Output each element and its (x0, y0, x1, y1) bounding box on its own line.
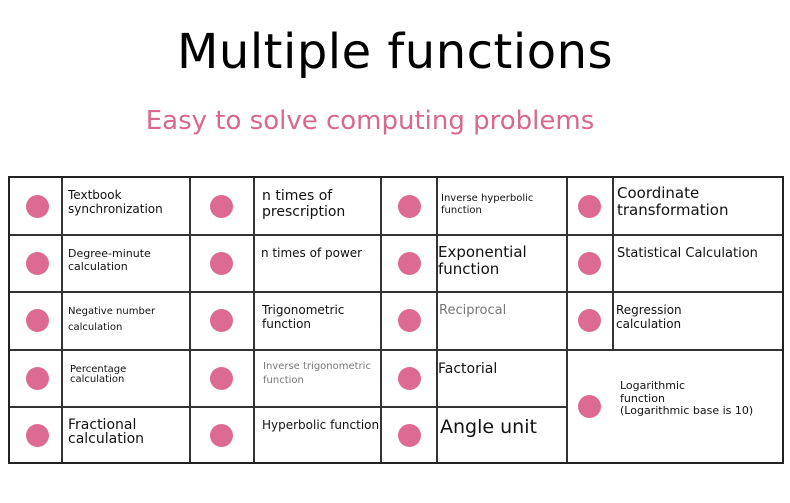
bullet-dot (26, 424, 49, 447)
bullet-dot (210, 195, 233, 218)
bullet-dot (398, 424, 421, 447)
feature-coordinate-transformation: Coordinate transformation (617, 184, 729, 220)
bullet-dot (26, 252, 49, 275)
bullet-dot (210, 252, 233, 275)
feature-n-times-power: n times of power (261, 246, 363, 260)
feature-inverse-trigonometric: Inverse trigonometric function (263, 361, 371, 386)
feature-statistical: Statistical Calculation (617, 246, 758, 261)
feature-exponential: Exponential function (438, 243, 527, 279)
bullet-dot (210, 424, 233, 447)
feature-fractional: Fractional calculation (68, 417, 145, 447)
feature-logarithmic: Logarithmic function (Logarithmic base i… (620, 379, 754, 418)
feature-inverse-hyperbolic: Inverse hyperbolic function (441, 193, 534, 216)
bullet-dot (578, 309, 601, 332)
bullet-dot (26, 309, 49, 332)
bullet-dot (210, 367, 233, 390)
feature-degree-minute: Degree-minute calculation (68, 247, 151, 273)
feature-negative-number: Negative number calculation (68, 306, 156, 333)
feature-angle-unit: Angle unit (440, 416, 537, 438)
bullet-dot (578, 395, 601, 418)
feature-reciprocal: Reciprocal (439, 303, 507, 318)
bullet-dot (578, 195, 601, 218)
bullet-dot (398, 252, 421, 275)
feature-regression: Regression calculation (616, 303, 682, 331)
feature-textbook-sync: Textbook synchronization (68, 188, 163, 216)
bullet-dot (26, 195, 49, 218)
feature-factorial: Factorial (438, 361, 498, 377)
page-title: Multiple functions (176, 24, 613, 80)
feature-n-times-prescription: n times of prescription (262, 188, 346, 221)
bullet-dot (398, 309, 421, 332)
bullet-dot (398, 367, 421, 390)
feature-trigonometric: Trigonometric function (262, 303, 345, 331)
feature-percentage: Percentage calculation (70, 364, 127, 385)
page-subtitle: Easy to solve computing problems (145, 106, 595, 136)
bullet-dot (578, 252, 601, 275)
bullet-dot (210, 309, 233, 332)
feature-hyperbolic: Hyperbolic function (262, 418, 380, 432)
bullet-dot (26, 367, 49, 390)
bullet-dot (398, 195, 421, 218)
feature-grid: Textbook synchronization n times of pres… (8, 176, 784, 464)
